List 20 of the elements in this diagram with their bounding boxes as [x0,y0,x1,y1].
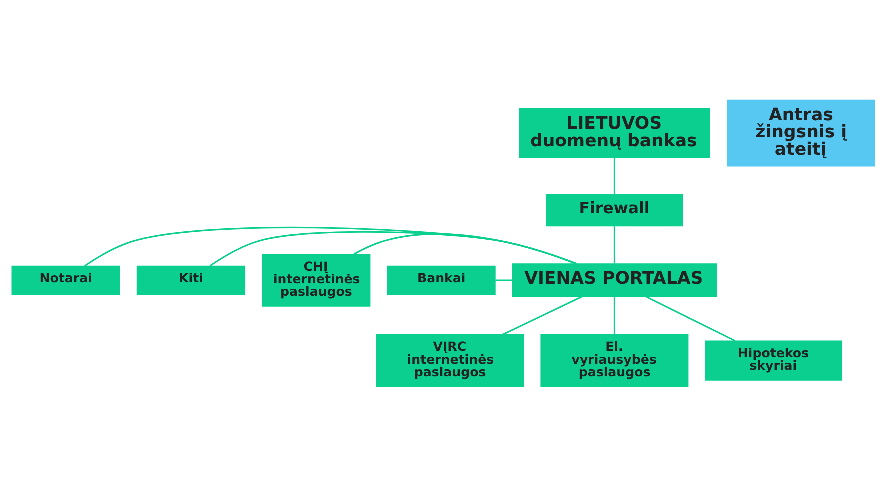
node-box: Bankai [386,265,496,295]
connector [495,279,512,281]
node-box: Notarai [11,265,120,295]
node-box: Hipotekos skyriai [704,340,842,380]
connector [613,157,615,194]
node-box: LIETUVOS duomenų bankas [518,108,710,158]
connector [613,226,615,264]
node-box: CHĮ internetinės paslaugos [262,254,370,306]
node-box: Firewall [546,194,683,226]
node-box: VIENAS PORTALAS [512,263,717,297]
node-box: Antras žingsnis į ateitį [726,99,875,166]
connector [353,232,577,264]
connector [502,296,582,335]
node-box: El. vyriausybės paslaugos [540,334,688,387]
connector [209,230,576,266]
node-box: Kiti [136,265,246,295]
node-box: VĮRC internetinės paslaugos [376,334,524,387]
connector [646,296,736,342]
connector [84,226,576,266]
connector [613,296,615,334]
